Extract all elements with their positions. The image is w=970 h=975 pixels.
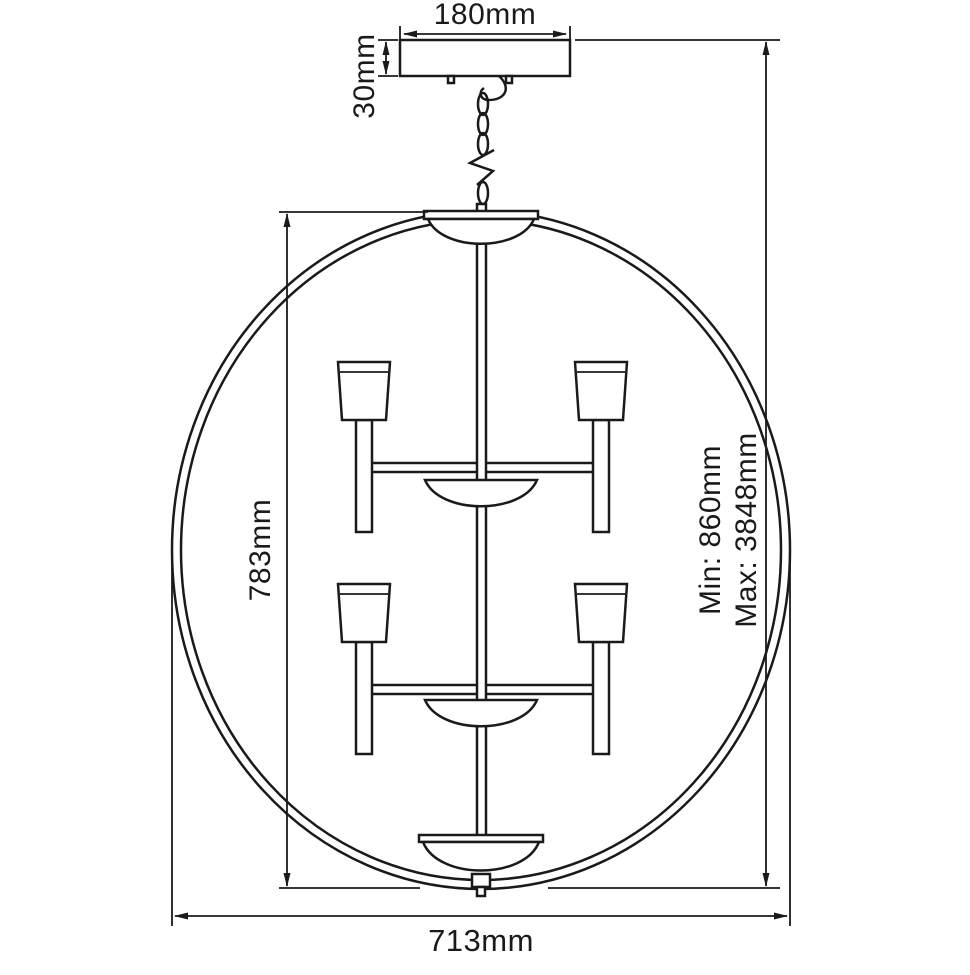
shade-upper-right [573, 360, 629, 422]
chain-link-2 [476, 111, 490, 137]
chain-link-4 [476, 180, 490, 206]
dim-canopy-width-label: 180mm [434, 0, 537, 31]
chain-link-1 [476, 91, 490, 117]
suspension-hook [479, 75, 508, 102]
ceiling-canopy [398, 38, 572, 78]
dimension-annotations: 180mm 30mm 783mm 713mm Min: 860mm Max: 3… [171, 0, 791, 958]
central-stem [475, 202, 488, 840]
canopy-screw-left [446, 74, 456, 85]
shade-lower-left [336, 582, 392, 644]
candle-stem-upper-right [591, 418, 611, 534]
candle-stem-upper-left [354, 418, 374, 534]
dim-fixture-height-label: 783mm [244, 499, 277, 602]
candle-stem-lower-right [591, 640, 611, 756]
top-bowl [426, 217, 536, 245]
shade-lower-right [573, 582, 629, 644]
middle-bowl-upper [423, 478, 539, 508]
chain-break-mark [466, 148, 496, 186]
fixture-body [170, 38, 792, 898]
dim-canopy-height-label: 30mm [348, 33, 381, 118]
middle-bowl-lower [423, 698, 539, 728]
dim-drop-min-label: Min: 860mm [694, 445, 727, 615]
finial [470, 872, 492, 889]
bottom-bowl [421, 840, 541, 872]
finial-nub [475, 885, 487, 898]
dim-drop-max-label: Max: 3848mm [730, 432, 763, 628]
dim-fixture-width-label: 713mm [428, 923, 534, 958]
candle-stem-lower-left [354, 640, 374, 756]
shade-upper-left [336, 360, 392, 422]
chain-link-3 [476, 131, 490, 157]
canopy-screw-right [504, 74, 514, 85]
